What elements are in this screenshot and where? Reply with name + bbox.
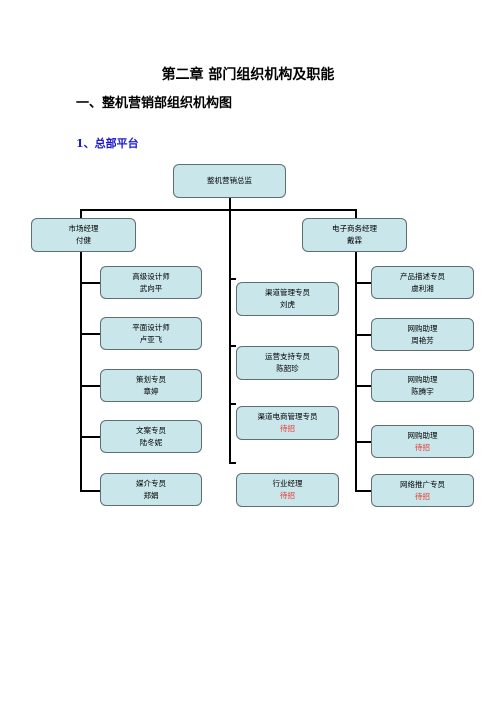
box-title: 电子商务经理 [332,224,377,233]
connector-line [229,198,231,210]
box-title: 网络推广专员 [400,479,445,489]
org-box-staff: 高级设计师 武向平 [100,266,202,299]
org-box-staff: 网购助理 周艳芳 [371,318,474,351]
box-name: 付健 [76,236,91,245]
connector-line [355,209,357,219]
subsection-title: 1、总部平台 [76,137,139,150]
box-title: 网购助理 [407,374,438,384]
connector-line [229,278,236,280]
box-title: 市场经理 [68,224,99,233]
box-title: 网购助理 [407,323,438,333]
box-name: 陆冬妮 [139,437,163,447]
box-title: 产品描述专员 [400,271,445,281]
org-box-market-manager: 市场经理 付健 [31,218,136,252]
connector-line [80,436,100,438]
connector-line [355,282,371,284]
org-box-staff-vacant: 渠道电商管理专员 待招 [236,406,339,440]
box-name-vacant: 待招 [280,424,295,433]
section-title: 一、整机营销部组织机构图 [76,96,233,111]
connector-line [229,209,231,463]
box-title: 媒介专员 [136,478,166,488]
box-name-vacant: 待招 [415,442,430,452]
connector-line [355,334,371,336]
box-name: 刘虎 [280,300,295,309]
connector-line [80,490,100,492]
box-name-vacant: 待招 [415,491,430,501]
org-box-staff: 产品描述专员 虞利湘 [371,266,474,299]
org-box-staff: 渠道管理专员 刘虎 [236,282,339,316]
box-title: 平面设计师 [132,322,170,332]
org-box-staff: 网购助理 陈腾宇 [371,369,474,402]
box-title: 整机营销总监 [207,176,252,185]
box-name: 卢亚飞 [139,334,163,344]
org-box-director: 整机营销总监 [173,164,286,198]
org-box-staff-vacant: 网络推广专员 待招 [371,474,474,507]
box-title: 运营支持专员 [265,352,310,361]
box-name: 虞利湘 [411,283,434,293]
connector-line [355,251,357,491]
connector-line [229,403,236,405]
chapter-title: 第二章 部门组织机构及职能 [161,67,335,83]
org-box-staff: 媒介专员 郑娟 [100,473,202,506]
box-name: 陈韶珍 [276,364,299,373]
box-title: 行业经理 [272,479,303,488]
box-title: 策划专员 [136,374,166,384]
box-title: 文案专员 [136,425,166,435]
box-title: 渠道管理专员 [265,288,310,297]
org-box-ecommerce-manager: 电子商务经理 戴霖 [302,218,407,252]
box-title: 高级设计师 [132,271,170,281]
box-name: 周艳芳 [411,335,434,345]
box-name: 戴霖 [347,236,362,245]
box-title: 渠道电商管理专员 [257,412,318,421]
org-box-staff: 文案专员 陆冬妮 [100,420,202,453]
connector-line [80,333,100,335]
connector-line [229,345,236,347]
org-box-staff: 运营支持专员 陈韶珍 [236,346,339,380]
connector-line [80,282,100,284]
org-box-staff-vacant: 网购助理 待招 [371,425,474,458]
connector-line [80,251,82,491]
connector-line [80,209,82,219]
box-name: 章婷 [143,386,159,396]
connector-line [229,462,236,464]
connector-line [80,209,356,211]
box-name: 武向平 [139,283,163,293]
box-name-vacant: 待招 [280,491,295,500]
connector-line [355,441,371,443]
connector-line [80,385,100,387]
box-title: 网购助理 [407,430,438,440]
box-name: 陈腾宇 [411,386,434,396]
org-box-staff: 策划专员 章婷 [100,369,202,402]
connector-line [355,490,371,492]
box-name: 郑娟 [143,490,159,500]
connector-line [355,385,371,387]
org-box-staff: 平面设计师 卢亚飞 [100,317,202,350]
org-box-staff-vacant: 行业经理 待招 [236,473,339,507]
